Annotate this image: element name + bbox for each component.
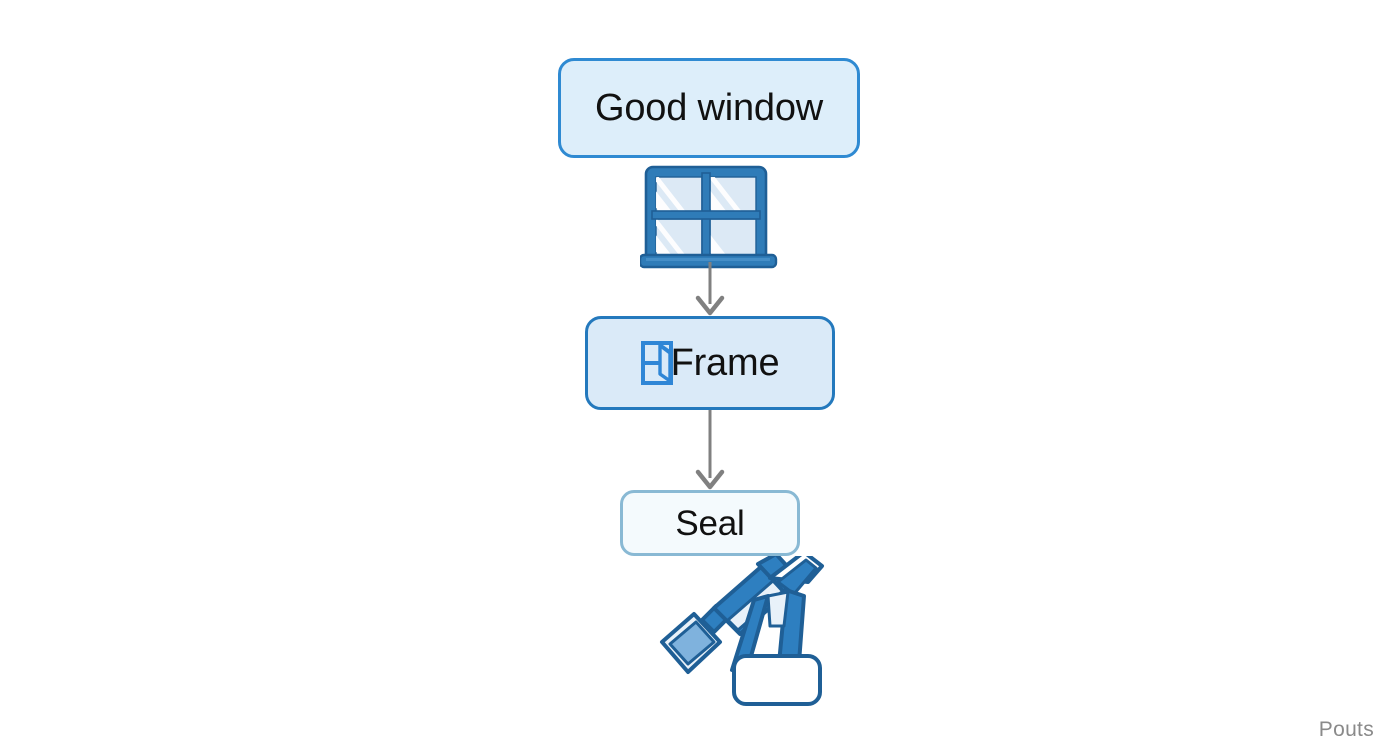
node-frame-content: Frame: [640, 341, 780, 385]
arrow-frame-to-seal: [692, 410, 728, 492]
node-good-window[interactable]: Good window: [558, 58, 860, 158]
frame-icon: [640, 341, 675, 385]
node-seal-label: Seal: [675, 503, 745, 543]
node-seal[interactable]: Seal: [620, 490, 800, 556]
watermark-text: Pouts: [1318, 718, 1374, 741]
window-icon: [638, 163, 782, 271]
node-frame-label: Frame: [670, 342, 780, 384]
node-good-window-label: Good window: [594, 87, 824, 129]
arrow-good-window-to-frame: [692, 262, 728, 318]
node-frame[interactable]: Frame: [585, 316, 835, 410]
caulk-gun-icon: [658, 550, 846, 708]
